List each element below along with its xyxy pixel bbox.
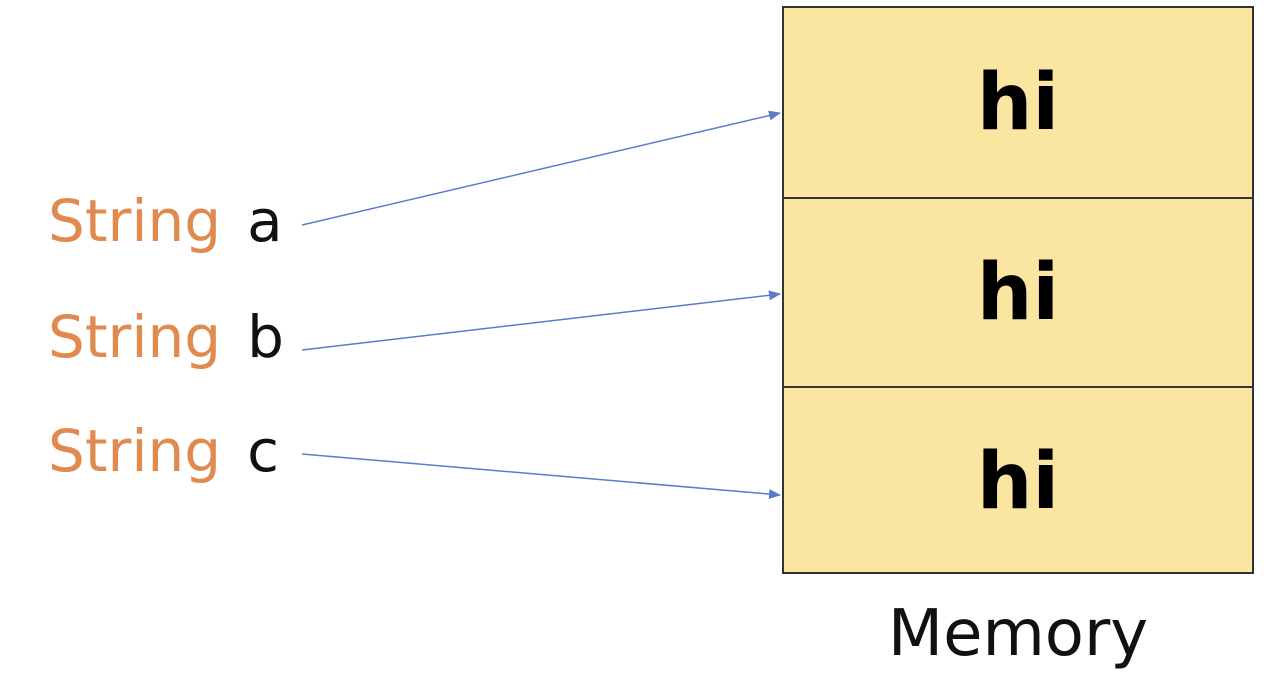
- arrow-c-to-cell-3: [301, 453, 781, 500]
- memory-cell: hi: [784, 386, 1252, 575]
- arrow-b-to-cell-2: [301, 290, 781, 351]
- type-keyword: String: [48, 303, 222, 371]
- memory-caption: Memory: [887, 597, 1149, 671]
- memory-block: hi hi hi: [782, 6, 1254, 574]
- memory-cell-value: hi: [976, 57, 1060, 148]
- variable-name: c: [247, 417, 279, 485]
- variable-name: a: [247, 187, 283, 255]
- type-keyword: String: [48, 417, 222, 485]
- arrow-a-to-cell-1: [301, 110, 781, 226]
- memory-cell: hi: [784, 8, 1252, 197]
- type-keyword: String: [48, 187, 222, 255]
- memory-cell: hi: [784, 197, 1252, 386]
- variable-name: b: [247, 303, 284, 371]
- memory-cell-value: hi: [976, 436, 1060, 527]
- memory-cell-value: hi: [976, 247, 1060, 338]
